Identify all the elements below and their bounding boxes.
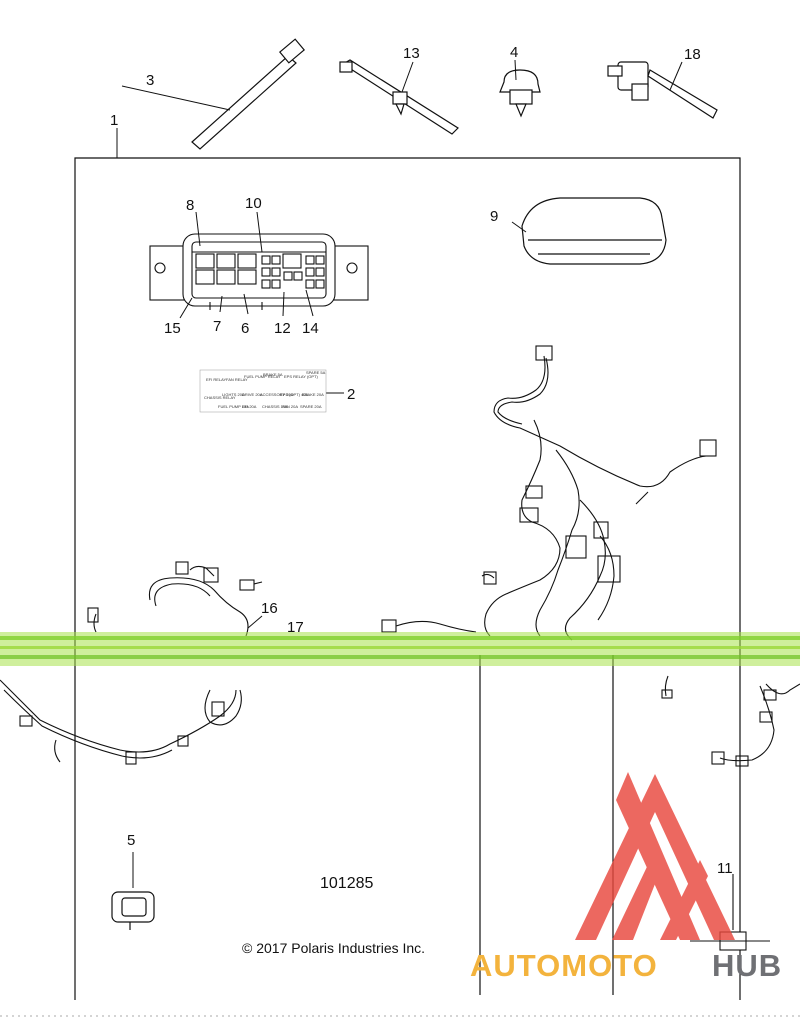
callout-8: 8 — [186, 197, 194, 214]
callout-15: 15 — [164, 320, 181, 337]
callout-2: 2 — [347, 386, 355, 403]
part-4-clip — [499, 59, 541, 118]
callout-13: 13 — [403, 45, 420, 62]
part-5-connector — [111, 852, 155, 930]
right-lower-harness — [661, 675, 800, 767]
callout-9: 9 — [490, 208, 498, 225]
part-3-tie-strap — [121, 38, 306, 150]
svg-text:EFI 20A: EFI 20A — [242, 404, 257, 409]
diagram-number: 101285 — [320, 875, 373, 892]
svg-text:FAN RELAY: FAN RELAY — [226, 377, 248, 382]
svg-text:SPARE 20A: SPARE 20A — [300, 404, 322, 409]
part-2-fuse-label — [199, 369, 327, 413]
callout-5: 5 — [127, 832, 135, 849]
svg-text:FUEL PUMP RELAY: FUEL PUMP RELAY — [244, 374, 281, 379]
svg-text:BRAKE 5A: BRAKE 5A — [263, 372, 283, 377]
svg-text:FAN 20A: FAN 20A — [282, 404, 298, 409]
svg-text:FUEL PUMP 10A: FUEL PUMP 10A — [218, 404, 249, 409]
fuse-block-leaders — [116, 128, 344, 629]
fuse-block — [149, 233, 369, 310]
part-17-wire-harness — [381, 345, 717, 641]
callout-numbers: 1 2 3 4 5 6 7 8 9 10 11 12 13 14 15 16 1… — [110, 44, 733, 877]
svg-text:CHASSIS RELAY: CHASSIS RELAY — [204, 395, 236, 400]
callout-4: 4 — [510, 44, 518, 61]
fuse-label-text: EFI RELAY FAN RELAY FUEL PUMP RELAY BRAK… — [204, 370, 326, 409]
callout-10: 10 — [245, 195, 262, 212]
svg-text:LIGHTS 20A: LIGHTS 20A — [222, 392, 245, 397]
callout-16: 16 — [261, 600, 278, 617]
svg-text:EPS (OPT) 40A: EPS (OPT) 40A — [280, 392, 309, 397]
callout-18: 18 — [684, 46, 701, 63]
watermark-text-automoto: AUTOMOTO — [470, 948, 658, 983]
watermark-text-hub: HUB — [712, 948, 782, 983]
svg-text:BRAKE 20A: BRAKE 20A — [302, 392, 324, 397]
part-9-fuse-cover — [511, 197, 667, 265]
left-harness — [0, 561, 263, 765]
part-18-edge-clip — [607, 61, 718, 119]
callout-11: 11 — [717, 860, 733, 877]
svg-text:DRIVE 20A: DRIVE 20A — [242, 392, 263, 397]
svg-text:CHASSIS 15A: CHASSIS 15A — [262, 404, 288, 409]
svg-text:ACCESSORY 20A: ACCESSORY 20A — [260, 392, 294, 397]
callout-3: 3 — [146, 72, 154, 89]
svg-text:EPS RELAY (OPT): EPS RELAY (OPT) — [284, 374, 319, 379]
copyright-text: © 2017 Polaris Industries Inc. — [242, 940, 425, 956]
automotohub-logo-mark — [575, 772, 735, 940]
part-13-push-tie — [339, 59, 459, 135]
callout-6: 6 — [241, 320, 249, 337]
callout-17: 17 — [287, 619, 304, 636]
callout-14: 14 — [302, 320, 319, 337]
scan-band — [0, 632, 800, 666]
callout-1: 1 — [110, 112, 118, 129]
callout-12: 12 — [274, 320, 291, 337]
callout-7: 7 — [213, 318, 221, 335]
svg-text:EFI RELAY: EFI RELAY — [206, 377, 226, 382]
svg-text:SPARE 5A: SPARE 5A — [306, 370, 326, 375]
